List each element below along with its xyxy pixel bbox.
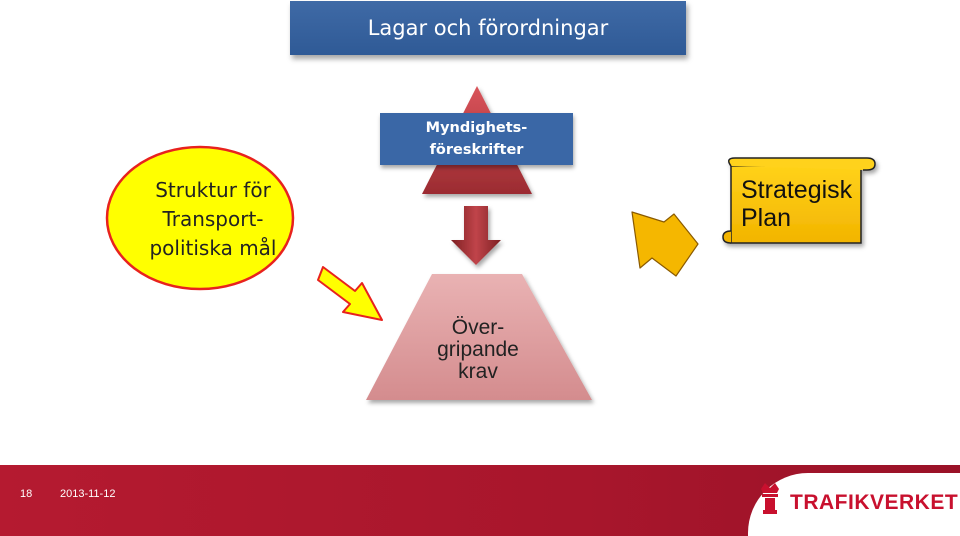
regulations-box: Myndighets- föreskrifter [380,113,573,165]
yellow-arrow-icon [317,266,383,321]
goals-line-1: Struktur för [155,178,271,202]
logo-background [748,473,960,536]
footer-bar: 18 2013-11-12 TRAFIKVERKET [0,465,960,536]
strategic-plan-line-2: Plan [741,204,792,232]
regulations-line-1: Myndighets- [425,120,528,136]
requirements-trapezoid [366,274,592,400]
down-arrow-icon [451,206,501,265]
requirements-line-2: gripande [437,338,519,361]
page-number: 18 [20,488,33,500]
footer-date: 2013-11-12 [60,488,116,500]
strategic-plan-text: Strategisk Plan [741,176,861,232]
goals-ellipse-text: Struktur för Transport- politiska mål [118,176,308,263]
goals-line-3: politiska mål [149,236,277,260]
title-banner: Lagar och förordningar [290,1,686,55]
orange-arrow-icon [631,211,699,277]
strategic-plan-scroll [722,157,876,244]
requirements-line-1: Över- [451,316,505,339]
slide-title: Lagar och förordningar [367,16,609,40]
requirements-line-3: krav [458,360,498,383]
goals-ellipse [105,145,295,291]
strategic-plan-line-1: Strategisk [741,176,853,204]
goals-line-2: Transport- [162,207,264,231]
logo-text: TRAFIKVERKET [790,491,959,514]
requirements-text: Över- gripande krav [388,317,568,383]
regulations-line-2: föreskrifter [429,142,524,158]
crown-icon [761,483,779,514]
